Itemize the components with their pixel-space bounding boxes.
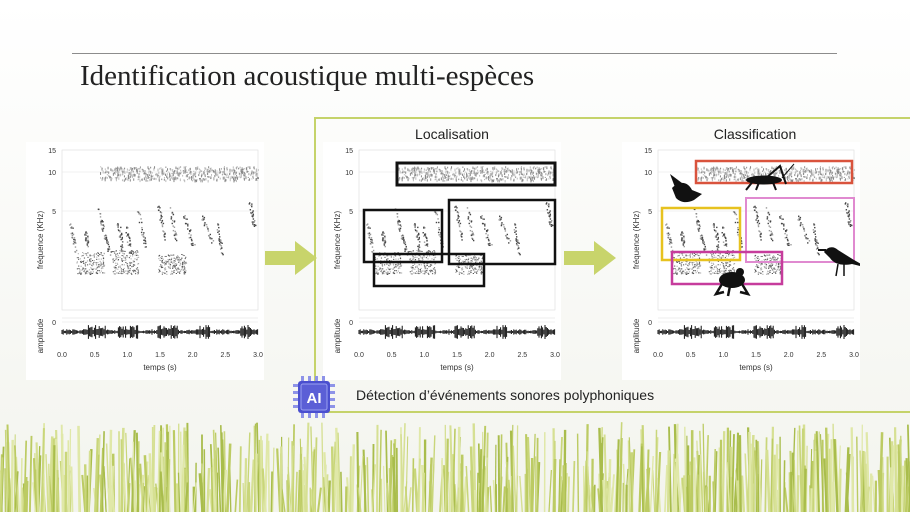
- arrow-right-icon: [265, 241, 317, 275]
- ai-chip-icon: AI: [293, 376, 335, 418]
- caption-text: Détection d’événements sonores polyphoni…: [356, 387, 655, 403]
- column-title-localisation: Localisation: [415, 126, 489, 142]
- y-tick-label: 5: [648, 209, 652, 216]
- bird-icon: [670, 174, 706, 210]
- x-tick-label: 3.0: [550, 352, 560, 359]
- y-tick-label: 10: [345, 170, 353, 177]
- y-axis-label-frequency: fréquence (KHz): [632, 211, 641, 270]
- freq-plot-area: [657, 149, 855, 311]
- spectrogram-panel-classification: 15 10 5 0 0.0 0.5 1.0 1.5 2.0 2.5 3.0 fréquence (KH…: [622, 142, 860, 380]
- x-tick-label: 2.5: [220, 352, 230, 359]
- detection-box-bird-1: [362, 208, 444, 264]
- freq-plot-area: [61, 149, 259, 311]
- x-axis-label: temps (s): [143, 363, 177, 372]
- x-tick-label: 3.0: [253, 352, 263, 359]
- y-axis-label-amplitude: amplitude: [333, 318, 342, 353]
- amplitude-waveform: [358, 325, 556, 339]
- amplitude-waveform: [657, 325, 855, 339]
- x-tick-label: 2.0: [188, 352, 198, 359]
- y-axis-label-amplitude: amplitude: [632, 318, 641, 353]
- grass-decoration: [0, 422, 910, 512]
- detection-box-frog: [372, 252, 486, 288]
- x-tick-label: 2.0: [485, 352, 495, 359]
- y-tick-label: 15: [48, 148, 56, 155]
- detection-box-insect: [395, 161, 557, 187]
- title-rule: [72, 53, 837, 54]
- class-box-bird-2: [745, 197, 855, 263]
- x-tick-label: 1.0: [419, 352, 429, 359]
- spectrogram-texture: [69, 166, 259, 275]
- y-tick-label: 10: [644, 170, 652, 177]
- y-axis-label-frequency: fréquence (KHz): [333, 211, 342, 270]
- x-tick-label: 0.0: [653, 352, 663, 359]
- ai-processing-frame: [314, 117, 910, 413]
- x-tick-label: 0.5: [90, 352, 100, 359]
- x-tick-label: 0.0: [354, 352, 364, 359]
- x-tick-label: 0.5: [387, 352, 397, 359]
- x-tick-label: 1.0: [122, 352, 132, 359]
- x-tick-label: 1.0: [718, 352, 728, 359]
- x-tick-label: 3.0: [849, 352, 859, 359]
- x-tick-label: 1.5: [751, 352, 761, 359]
- y-tick-label: 15: [345, 148, 353, 155]
- y-axis-label-frequency: fréquence (KHz): [36, 211, 45, 270]
- detection-box-bird-2: [447, 198, 557, 266]
- spectrogram-panel-input: 15 10 5 0 0.0 0.5 1.0 1.5 2.0 2.5 3.0 fréquence (KH…: [26, 142, 264, 380]
- x-tick-label: 1.5: [452, 352, 462, 359]
- y-tick-label: 10: [48, 170, 56, 177]
- grasshopper-icon: [745, 163, 795, 191]
- crow-icon: [818, 247, 860, 277]
- x-axis-label: temps (s): [739, 363, 773, 372]
- amplitude-waveform: [61, 325, 259, 339]
- frog-icon: [713, 268, 751, 297]
- x-axis-label: temps (s): [440, 363, 474, 372]
- y-tick-label: 5: [349, 209, 353, 216]
- y-tick-label: 0: [52, 320, 56, 327]
- x-tick-label: 0.5: [686, 352, 696, 359]
- y-tick-label: 5: [52, 209, 56, 216]
- arrow-right-icon: [564, 241, 616, 275]
- y-tick-label: 0: [648, 320, 652, 327]
- x-tick-label: 2.0: [784, 352, 794, 359]
- y-tick-label: 0: [349, 320, 353, 327]
- spectrogram-panel-localisation: 15 10 5 0 0.0 0.5 1.0 1.5 2.0 2.5 3.0 fréquence (KH…: [323, 142, 561, 380]
- class-box-bird-1: [660, 206, 742, 262]
- column-title-classification: Classification: [713, 126, 797, 142]
- y-axis-label-amplitude: amplitude: [36, 318, 45, 353]
- x-tick-label: 0.0: [57, 352, 67, 359]
- y-tick-label: 15: [644, 148, 652, 155]
- slide-title: Identification acoustique multi-espèces: [80, 60, 535, 92]
- x-tick-label: 1.5: [155, 352, 165, 359]
- x-tick-label: 2.5: [816, 352, 826, 359]
- ai-badge-text: AI: [307, 390, 322, 407]
- spectrogram-texture: [366, 166, 556, 275]
- x-tick-label: 2.5: [517, 352, 527, 359]
